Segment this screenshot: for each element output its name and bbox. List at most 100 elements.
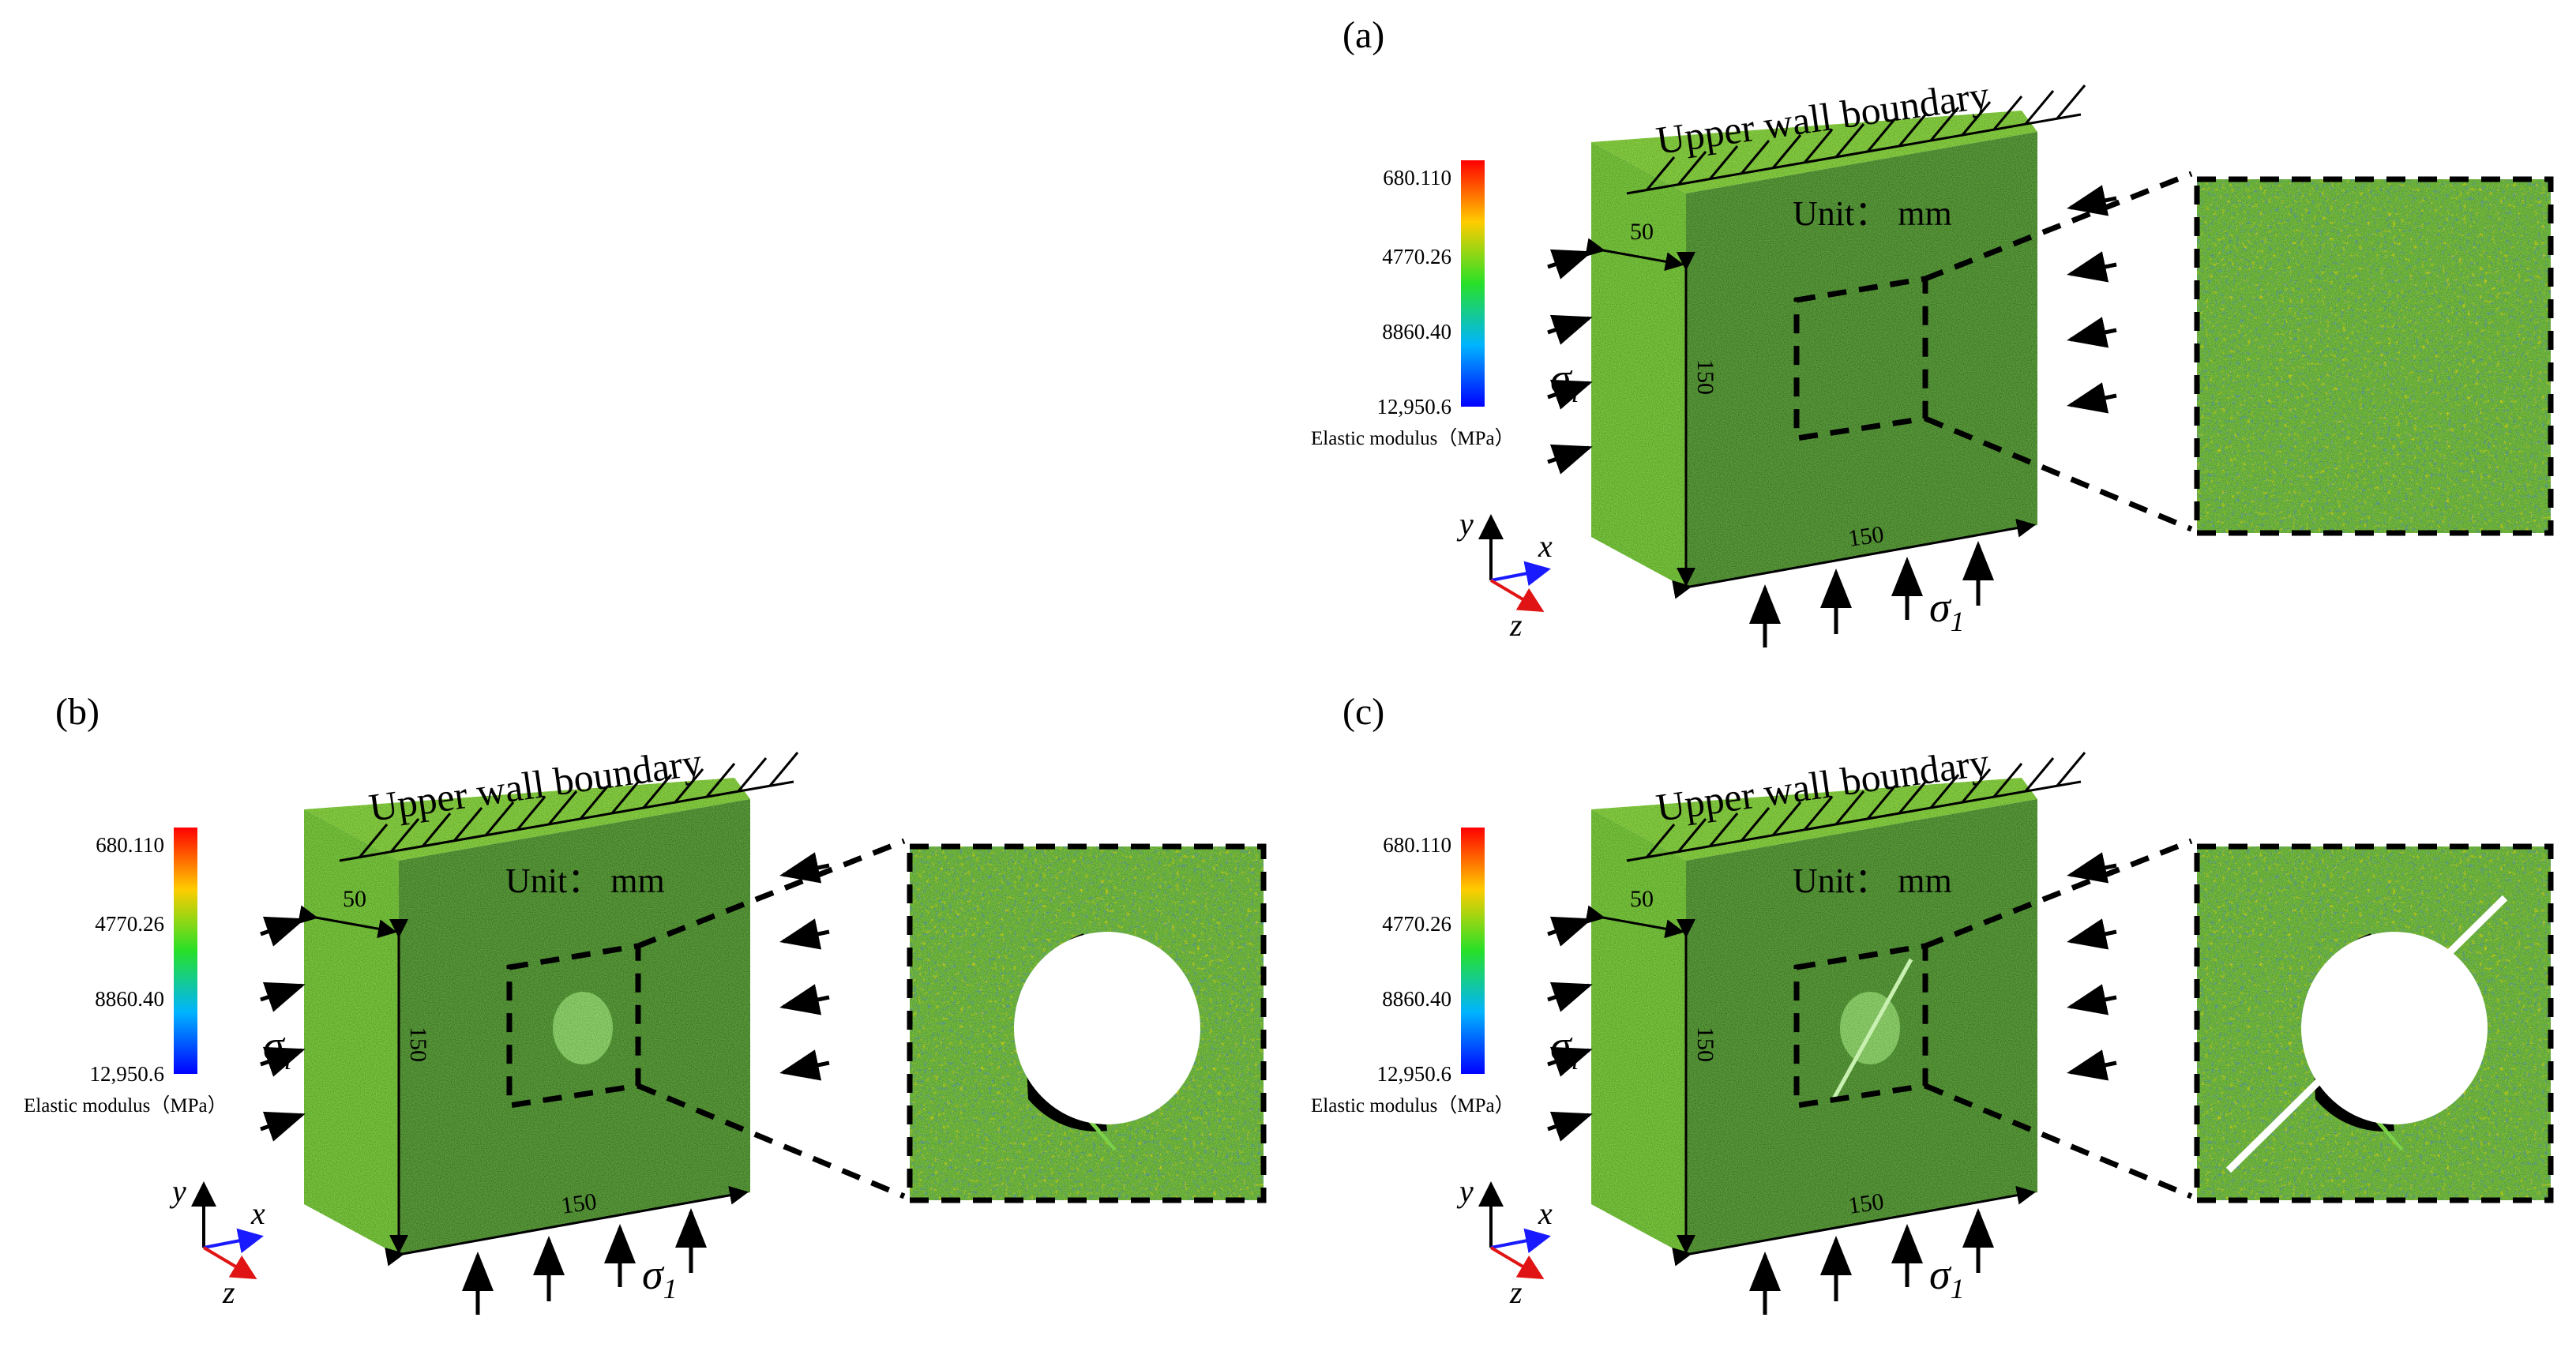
y-axis-label: y (1456, 1173, 1474, 1209)
wall-hatch (1929, 774, 1960, 809)
width-dimension-line (1672, 518, 2036, 599)
sigma-axial-symbol: σ (1929, 1251, 1952, 1298)
lateral-stress-arrow-right (2067, 185, 2117, 216)
colorbar-tick-label: 4770.26 (95, 912, 164, 936)
sigma-axial-symbol: σ (1929, 584, 1952, 631)
sigma-lateral-label: σl (1550, 1022, 1579, 1075)
height-dimension-label: 150 (1692, 1027, 1718, 1062)
sigma-axial-label: σ1 (1929, 584, 1965, 637)
unit-label: Unit： mm (1793, 861, 1952, 900)
zoom-inset (907, 843, 1267, 1203)
hole-texture (1840, 992, 1900, 1064)
lateral-stress-arrow-right (2067, 317, 2117, 348)
wall-hatch (1929, 107, 1960, 141)
wall-hatch (547, 790, 578, 825)
colorbar-tick-label: 680.110 (1383, 166, 1451, 190)
crack-defect (1830, 958, 1913, 1103)
zoom-hole (1014, 932, 1200, 1124)
wall-hatch (1645, 824, 1676, 858)
sigma-axial-subscript: 1 (1951, 606, 1965, 637)
wall-hatch (421, 813, 452, 847)
wall-hatch (1740, 807, 1771, 842)
wall-hatch (768, 752, 799, 786)
x-axis-arrow (1490, 561, 1551, 587)
lateral-stress-arrow-right (2067, 918, 2117, 950)
colorbar-tick-label: 4770.26 (1382, 245, 1451, 268)
zoom-inset-grain (2197, 179, 2551, 533)
colorbar-tick-label: 8860.40 (1382, 987, 1451, 1011)
colorbar-tick-label: 12,950.6 (90, 1062, 165, 1086)
lateral-stress-arrow-left (1547, 1046, 1593, 1077)
z-axis-arrow (1489, 1246, 1545, 1280)
lateral-stress-arrow-left (260, 916, 306, 947)
sigma-lateral-symbol: σ (1550, 1022, 1573, 1069)
wall-hatch (1803, 796, 1834, 831)
colorbar-tick-label: 680.110 (1383, 833, 1451, 857)
lateral-stress-arrow-right (2067, 382, 2117, 414)
depth-dimension-line (1585, 238, 1684, 272)
sigma-lateral-label: σl (1550, 355, 1579, 408)
zoom-connector-top (1924, 838, 2193, 949)
lateral-stress-arrow-right (2067, 251, 2117, 283)
specimen-front-texture (1686, 132, 2037, 588)
colorbar-tick-label: 12,950.6 (1377, 1062, 1452, 1086)
y-axis-label: y (1456, 506, 1474, 542)
wall-hatch (1771, 134, 1802, 169)
wall-hatch (1740, 140, 1771, 175)
colorbar-tick-label: 12,950.6 (1377, 395, 1452, 419)
zoom-inset-border (907, 843, 1267, 1203)
wall-hatch (1961, 768, 1992, 803)
x-axis-arrow (203, 1228, 264, 1254)
wall-hatch (1992, 763, 2023, 798)
lateral-stress-arrow-right (779, 984, 830, 1015)
sigma-lateral-subscript: l (1572, 377, 1579, 408)
zoom-connector-bottom (1924, 1083, 2193, 1199)
x-axis-label: x (1538, 528, 1553, 564)
wall-hatch (1898, 779, 1928, 814)
zoom-inset-border (2194, 176, 2554, 536)
wall-hatch (1834, 790, 1865, 825)
depth-dimension-label: 50 (1630, 886, 1654, 912)
width-dimension-label: 150 (1846, 1188, 1885, 1219)
lateral-stress-arrow-left (1547, 982, 1593, 1012)
lateral-stress-arrow-right (779, 918, 830, 950)
lateral-stress-arrow-left (1547, 1111, 1593, 1142)
x-axis-arrow (1490, 1228, 1551, 1254)
panel-label: (b) (55, 691, 100, 733)
width-dimension-label: 150 (559, 1188, 598, 1219)
panel-label: (c) (1342, 691, 1384, 733)
width-dimension-line (1672, 1185, 2036, 1267)
wall-hatch (1961, 101, 1992, 136)
colorbar-tick-label: 8860.40 (95, 987, 164, 1011)
wall-hatch (1992, 96, 2023, 130)
lateral-stress-arrow-left (1547, 916, 1593, 947)
wall-hatch (1708, 813, 1739, 847)
sigma-axial-label: σ1 (642, 1251, 678, 1304)
wall-hatch (1898, 112, 1928, 147)
wall-hatch (1771, 801, 1802, 836)
lateral-stress-arrow-left (260, 982, 306, 1012)
zoom-inset (2194, 176, 2554, 536)
sigma-lateral-label: σl (263, 1022, 292, 1075)
z-axis-label: z (1509, 607, 1523, 643)
upper-wall-line (1626, 113, 2082, 195)
lateral-stress-arrow-right (2067, 852, 2117, 884)
zoom-hole-group (2225, 895, 2508, 1173)
zoom-hole (2301, 932, 2488, 1124)
unit-label: Unit： mm (1793, 194, 1952, 233)
specimen-side-texture (1591, 142, 1686, 588)
lateral-stress-arrow-left (1547, 444, 1593, 475)
zoom-hole-group (1014, 932, 1200, 1151)
z-axis-label: z (222, 1274, 235, 1310)
z-axis-arrow (1489, 579, 1545, 613)
wall-hatch (1677, 818, 1707, 853)
lateral-stress-arrow-left (260, 1111, 306, 1142)
wall-hatch (579, 785, 610, 820)
zoom-connector-bottom (636, 1083, 906, 1199)
sigma-axial-symbol: σ (642, 1251, 665, 1298)
lateral-stress-arrow-right (779, 852, 830, 884)
zoom-inset-border (2194, 843, 2554, 1203)
lateral-stress-arrow-right (2067, 984, 2117, 1015)
